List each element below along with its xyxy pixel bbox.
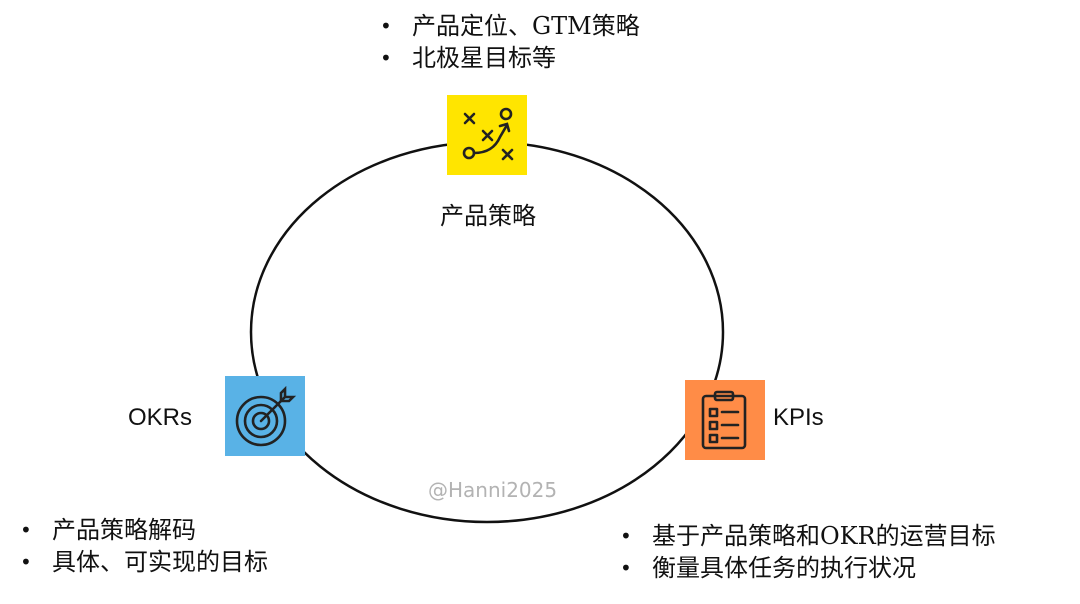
- okrs-bullets: 产品策略解码 具体、可实现的目标: [14, 514, 268, 578]
- strategy-label: 产品策略: [440, 202, 536, 230]
- okrs-icon-box: [225, 376, 305, 456]
- kpis-label: KPIs: [773, 404, 824, 431]
- watermark: @Hanni2025: [428, 478, 558, 502]
- okrs-label: OKRs: [128, 404, 193, 431]
- kpis-bullets: 基于产品策略和OKR的运营目标 衡量具体任务的执行状况: [614, 520, 996, 584]
- kpis-bullet: 衡量具体任务的执行状况: [614, 552, 996, 584]
- strategy-bullet: 产品定位、GTM策略: [374, 10, 640, 42]
- strategy-icon-box: [447, 95, 527, 175]
- target-icon: [225, 376, 305, 456]
- clipboard-checklist-icon: [685, 380, 765, 460]
- kpis-bullet: 基于产品策略和OKR的运营目标: [614, 520, 996, 552]
- okrs-bullet: 产品策略解码: [14, 514, 268, 546]
- strategy-bullets: 产品定位、GTM策略 北极星目标等: [374, 10, 640, 74]
- strategy-bullet: 北极星目标等: [374, 42, 640, 74]
- okrs-bullet: 具体、可实现的目标: [14, 546, 268, 578]
- strategy-play-icon: [447, 95, 527, 175]
- kpis-icon-box: [685, 380, 765, 460]
